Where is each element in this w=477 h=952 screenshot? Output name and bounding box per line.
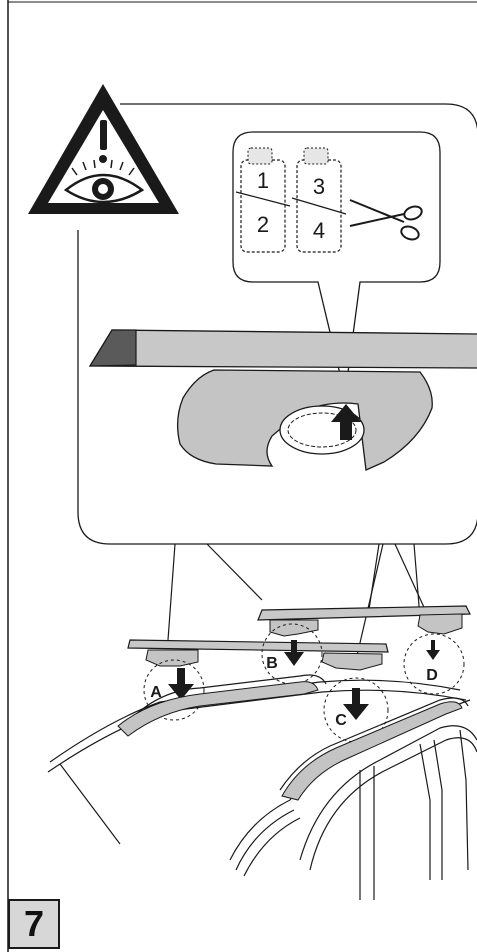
foot-label-b: B: [266, 655, 278, 672]
pad-label-4: 4: [313, 218, 325, 243]
arrow-up-icon: [331, 404, 361, 440]
detail-foot: [176, 369, 433, 471]
roof-rails: [117, 681, 463, 801]
detail-callout: [77, 103, 477, 545]
callout-pointer-lines: [167, 543, 429, 661]
pad-strip-right: [291, 147, 347, 253]
foot-label-c: C: [335, 712, 347, 729]
front-roof-bar: [127, 639, 389, 671]
arrow-down-icon: [168, 640, 440, 720]
detail-bar: [88, 329, 477, 369]
foot-label-a: A: [150, 684, 162, 701]
step-number-badge: 7: [8, 899, 60, 949]
car-outline: [47, 674, 477, 900]
foot-label-d: D: [426, 667, 438, 684]
warning-eye-icon: [28, 84, 179, 214]
pad-label-1: 1: [257, 168, 269, 193]
pad-label-3: 3: [313, 174, 325, 199]
scissors-icon: [349, 199, 423, 241]
pad-label-2: 2: [257, 212, 269, 237]
pad-strip-left: [235, 147, 291, 253]
rear-roof-bar: [257, 605, 471, 637]
